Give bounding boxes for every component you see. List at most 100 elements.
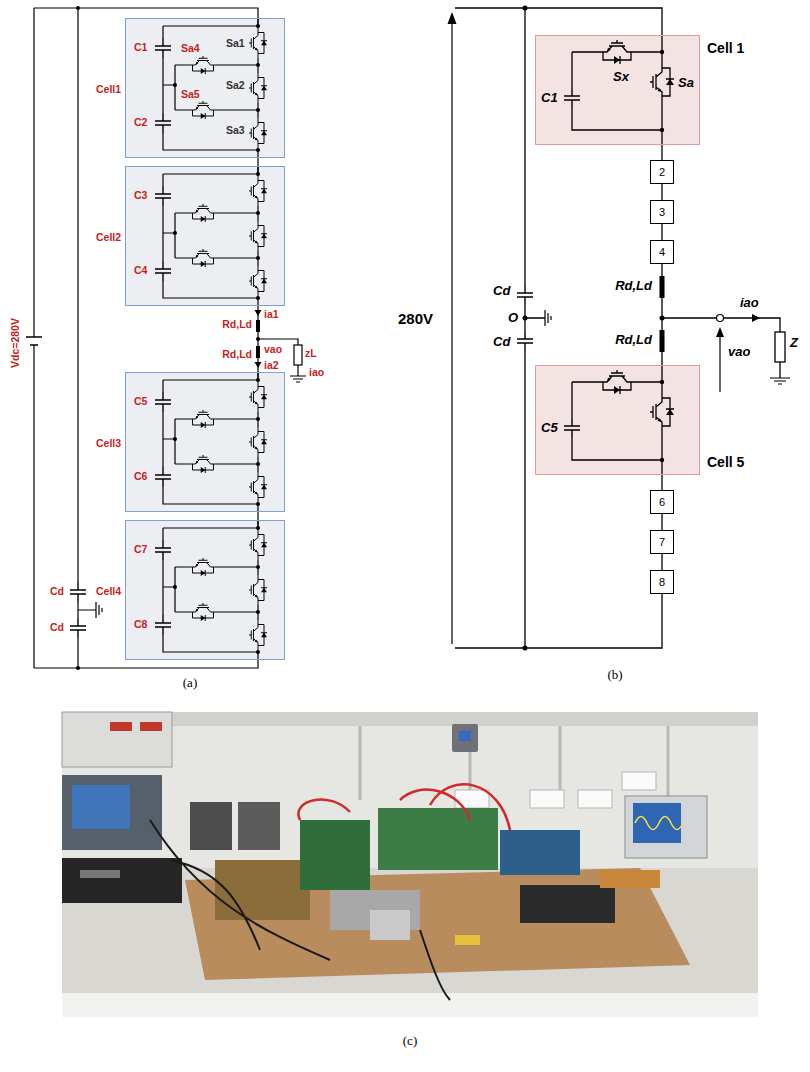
capacitor-label: C1: [134, 41, 147, 53]
converter-cell: Cell2C3C4: [125, 166, 285, 306]
impedance-label: Rd,Ld: [222, 318, 252, 330]
wall-switch: [459, 731, 471, 741]
cell-number: 2: [659, 166, 665, 179]
junction-dot: [76, 6, 80, 10]
cell-block: 4: [650, 240, 674, 264]
cell-block: 8: [650, 570, 674, 594]
cell-circuit: [535, 365, 700, 475]
cell-circuit: [125, 520, 285, 660]
power-supply: [62, 712, 172, 767]
cell-label: Cell 1: [707, 40, 744, 56]
wire: [455, 8, 780, 648]
load-symbol: [294, 345, 302, 365]
oscilloscope: [625, 796, 707, 858]
impedance-label: Rd,Ld: [615, 333, 652, 348]
junction-dot: [256, 337, 260, 341]
wire-connector: [661, 184, 662, 200]
impedance-label: Rd,Ld: [222, 348, 252, 360]
rl-filter-symbol: [256, 346, 260, 358]
voltage-arrow: [451, 20, 452, 644]
cell-number: 3: [659, 206, 665, 219]
capacitor-symbol: [70, 582, 86, 602]
voltage-arrow: [448, 12, 457, 24]
cell-block: 6: [650, 490, 674, 514]
wire: [34, 8, 298, 668]
cell-number: 4: [659, 246, 665, 259]
heatsink: [520, 885, 615, 923]
power-supply-display: [140, 722, 162, 731]
probe-cable: [150, 820, 450, 1000]
capacitor-label: C6: [134, 470, 147, 482]
ground-symbol: [545, 310, 551, 326]
relay-board: [500, 830, 580, 875]
voltage-arrow: [719, 332, 720, 392]
current-label: iao: [309, 366, 324, 378]
instrument: [62, 858, 182, 903]
ground-symbol: [770, 378, 790, 384]
cell-label: Cell4: [96, 585, 121, 597]
rl-filter-symbol: [660, 276, 665, 298]
capacitor-label: C4: [134, 264, 147, 276]
impedance-label: Z: [790, 336, 798, 351]
capacitor-label: C3: [134, 189, 147, 201]
oscilloscope: [62, 775, 162, 850]
wire-connector: [661, 145, 662, 160]
voltage-label: vao: [728, 345, 750, 360]
capacitor-label: Cd: [50, 621, 64, 633]
capacitor-symbol: [517, 285, 533, 305]
current-label: iao: [740, 296, 759, 311]
load-symbol: [775, 332, 785, 362]
figure-label: (c): [403, 1034, 417, 1049]
capacitor-label: C7: [134, 543, 147, 555]
bench-edge: [62, 993, 758, 1017]
wall: [62, 712, 758, 1017]
junction-dot: [523, 6, 528, 11]
junction-dot: [523, 646, 528, 651]
switch-label: Sx: [613, 70, 629, 85]
capacitor-label: C5: [541, 421, 558, 436]
current-arrow: [255, 310, 262, 368]
cell-circuit: [125, 18, 285, 158]
capacitor-label: Cd: [50, 585, 64, 597]
figure-label: (b): [607, 668, 622, 683]
switch-label: Sa3: [226, 124, 245, 136]
instrument: [190, 802, 232, 850]
converter-cell: Cell3C5C6: [125, 372, 285, 512]
cell-number: 7: [659, 536, 665, 549]
instrument: [238, 802, 280, 850]
junction-dot: [76, 666, 80, 670]
circuit-board: [215, 860, 310, 920]
cell-number: 6: [659, 496, 665, 509]
socket: [622, 772, 656, 790]
panel-a-circuit: [26, 6, 306, 670]
cell-label: Cell3: [96, 437, 121, 449]
cell-circuit: [125, 372, 285, 512]
socket: [530, 790, 564, 808]
switch-label: Sa1: [226, 37, 245, 49]
capacitor-label: Cd: [493, 284, 510, 299]
red-wire: [298, 784, 510, 830]
capacitor-symbol: [70, 618, 86, 638]
cell-block: 3: [650, 200, 674, 224]
converter-cell: Cell 1C1SxSa: [535, 35, 700, 145]
current-label: ia2: [264, 359, 279, 371]
current-label: ia1: [264, 308, 279, 320]
lab-photo: [62, 712, 758, 1017]
voltage-arrow: [716, 327, 724, 337]
capacitor-label: C8: [134, 618, 147, 630]
switch-label: Sa: [678, 76, 694, 91]
cell-circuit: [535, 35, 700, 145]
cell-circuit: [125, 166, 285, 306]
current-arrow: [752, 314, 760, 322]
rl-filter-symbol: [660, 330, 665, 352]
power-supply-display: [110, 722, 132, 731]
sine-trace: [635, 817, 683, 830]
impedance-label: zL: [305, 347, 317, 359]
cell-label: Cell 5: [707, 454, 744, 470]
cell-block: 2: [650, 160, 674, 184]
capacitor-label: C1: [541, 91, 558, 106]
